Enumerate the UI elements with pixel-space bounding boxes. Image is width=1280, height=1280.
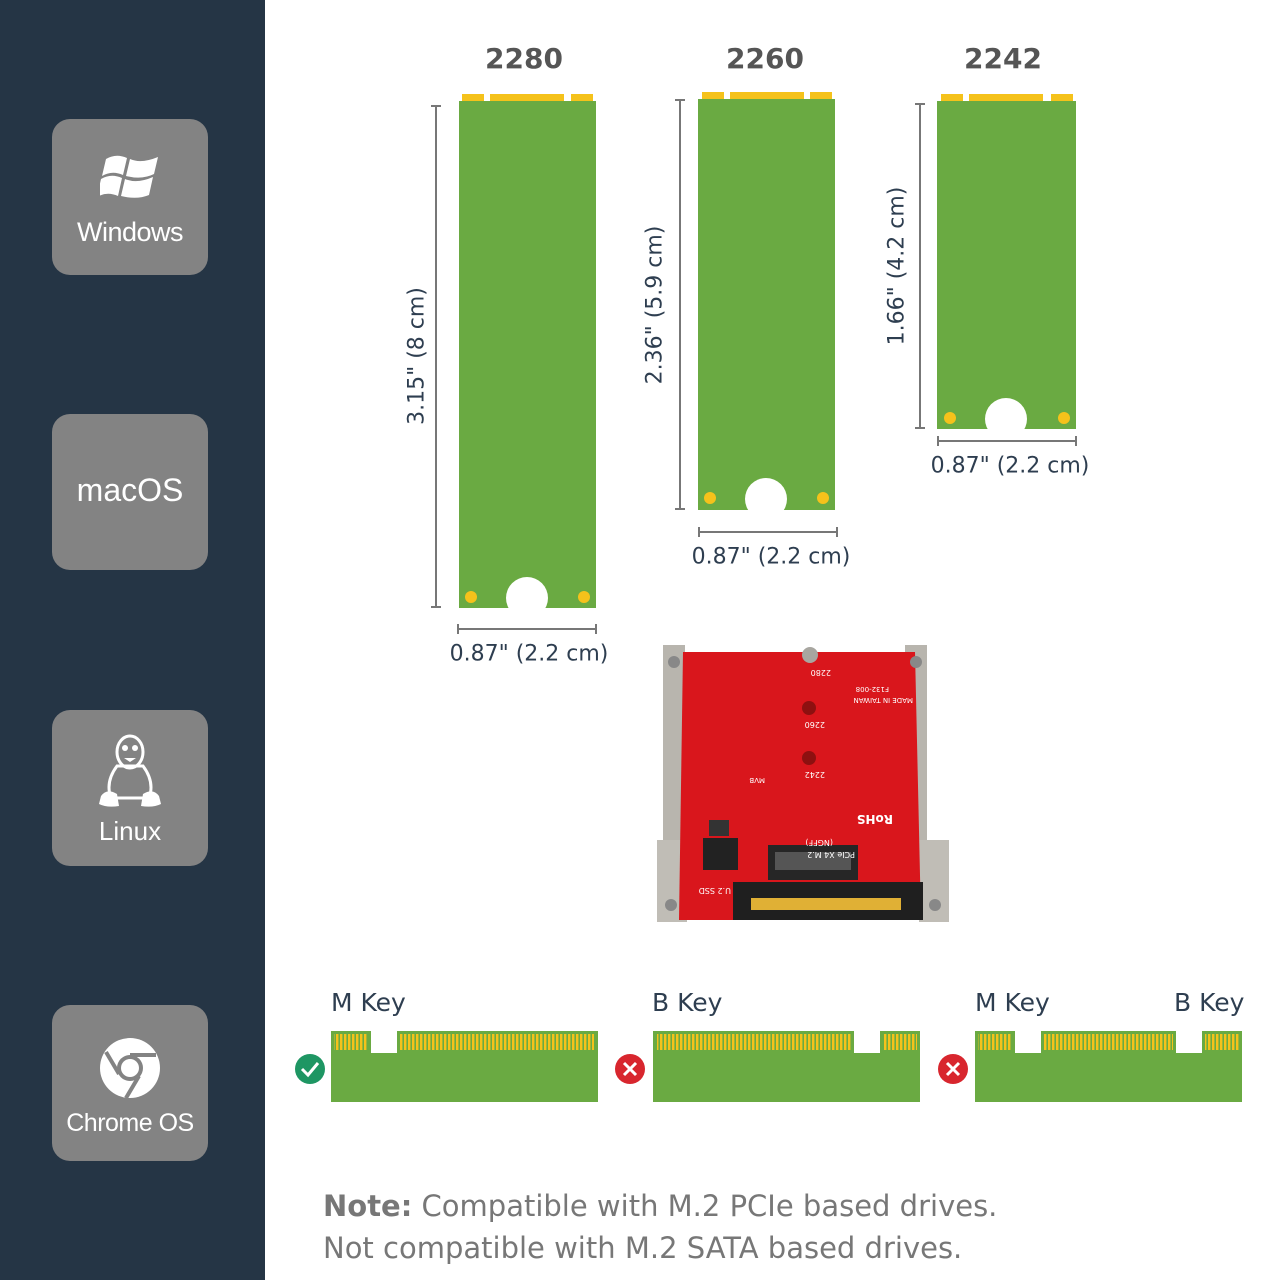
os-label-windows: Windows: [76, 217, 184, 247]
b-key-connector: [653, 1031, 920, 1102]
x-circle-icon: [938, 1054, 968, 1084]
silk-2260: 2260: [805, 720, 825, 729]
key-label-b: B Key: [652, 988, 723, 1017]
width-label-2242: 0.87" (2.2 cm): [930, 453, 1090, 479]
width-label-2280: 0.87" (2.2 cm): [449, 641, 609, 667]
silk-2280: 2280: [811, 668, 831, 677]
silk-pcie: PCIe X4 M.2: [807, 850, 855, 859]
check-circle-icon: [295, 1054, 325, 1084]
mb-key-connector: [975, 1031, 1242, 1102]
m2-drive-2260: [698, 92, 835, 520]
silk-mvb: MVB: [749, 776, 765, 784]
compatibility-note: Note: Compatible with M.2 PCIe based dri…: [323, 1185, 997, 1269]
x-circle-icon: [615, 1054, 645, 1084]
os-tile-linux: Linux: [52, 710, 208, 866]
silk-u2-ssd: U.2 SSD: [699, 886, 731, 895]
drive-illustrations: [431, 92, 1077, 634]
os-label-linux: Linux: [98, 816, 162, 846]
silk-2242: 2242: [805, 770, 825, 779]
dimension-lines-2260: [675, 99, 838, 537]
dimension-lines-2280: [431, 105, 597, 634]
os-tile-windows: Windows: [52, 119, 208, 275]
note-line-1: Note: Compatible with M.2 PCIe based dri…: [323, 1185, 997, 1227]
silk-ngff: (NGFF): [805, 838, 833, 847]
silk-rohs: RoHS: [857, 812, 893, 826]
dimension-lines-2242: [915, 103, 1077, 446]
note-bold: Note:: [323, 1189, 413, 1223]
os-tile-chromeos: Chrome OS: [52, 1005, 208, 1161]
linux-tux-icon: [99, 734, 161, 807]
note-text-1: Compatible with M.2 PCIe based drives.: [412, 1189, 998, 1223]
drive-size-title: 2260: [726, 42, 804, 75]
os-label-macos: macOS: [76, 472, 184, 508]
windows-logo-icon: [100, 155, 158, 198]
silk-made-in: MADE IN TAIWAN: [853, 696, 913, 704]
u2-adapter-board: 2280 F132-008 MADE IN TAIWAN 2260 2242 R…: [657, 645, 949, 922]
m2-drive-2280: [459, 94, 596, 619]
key-label-m: M Key: [331, 988, 406, 1017]
chrome-logo-icon: [100, 1038, 160, 1100]
key-label-b: B Key: [1174, 988, 1245, 1017]
os-tile-macos: macOS: [52, 414, 208, 570]
note-line-2: Not compatible with M.2 SATA based drive…: [323, 1231, 963, 1265]
m2-drive-2242: [937, 94, 1076, 440]
sidebar: Windows macOS Linux Chrome OS: [0, 0, 265, 1280]
drive-size-title: 2242: [964, 42, 1042, 75]
m-key-connector: [331, 1031, 598, 1102]
silk-model: F132-008: [856, 685, 889, 693]
os-label-chromeos: Chrome OS: [66, 1109, 194, 1137]
drive-size-title: 2280: [485, 42, 563, 75]
key-label-m: M Key: [975, 988, 1050, 1017]
width-label-2260: 0.87" (2.2 cm): [691, 544, 851, 570]
